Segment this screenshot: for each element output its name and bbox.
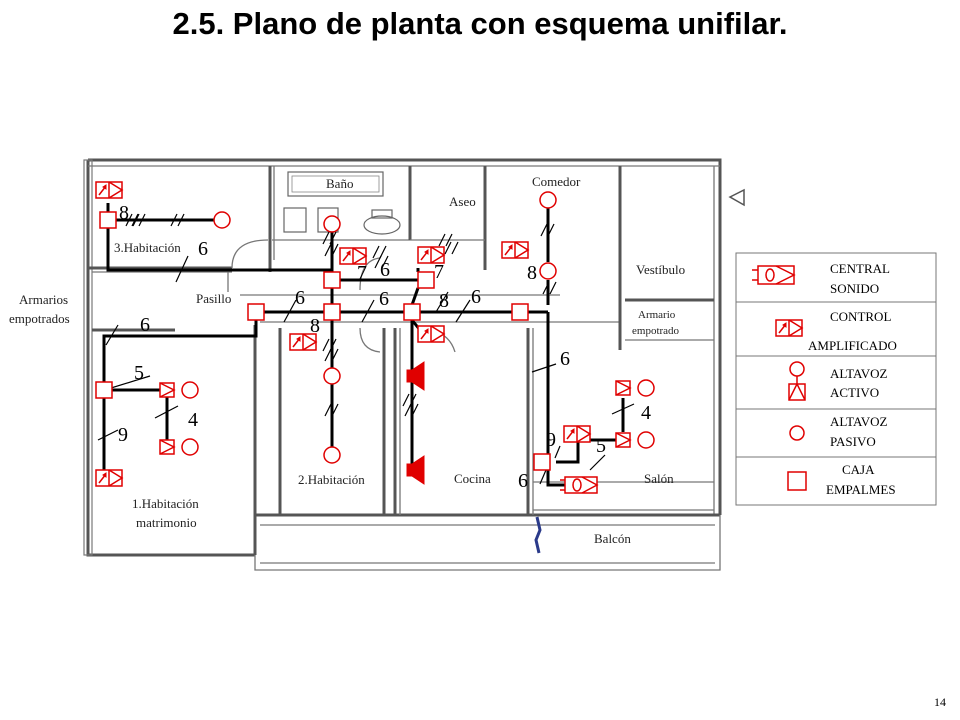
- junction-box-icon: [787, 471, 807, 491]
- room-label-habitacion1-2: matrimonio: [136, 515, 197, 530]
- junction-box-icon: [533, 453, 551, 471]
- control-amplified-icon: [563, 425, 591, 443]
- wire-count: 7: [357, 262, 367, 284]
- wire-count: 5: [134, 362, 144, 384]
- passive-speaker-icon: [323, 446, 341, 464]
- wire-count: 6: [380, 259, 390, 281]
- legend-label: SONIDO: [830, 281, 879, 296]
- legend-caja-empalmes: CAJA EMPALMES: [787, 462, 896, 497]
- room-label-vestibulo: Vestíbulo: [636, 262, 685, 277]
- junction-box-icon: [511, 303, 529, 321]
- wire-count: 8: [527, 262, 537, 284]
- horn-speaker-icon: [406, 361, 425, 391]
- room-label-comedor: Comedor: [532, 174, 581, 189]
- page-title: 2.5. Plano de planta con esquema unifila…: [172, 6, 788, 41]
- control-amplified-icon: [775, 319, 803, 337]
- wire-count: 9: [118, 424, 128, 446]
- wire-count: 4: [188, 409, 198, 431]
- legend-control-amplificado: CONTROL AMPLIFICADO: [775, 309, 897, 353]
- wire-count-labels: 8 6 7 6 7 8 6 6 8 6 8 6 5 4 9 6 4 9 5 6: [118, 202, 651, 492]
- junction-box-icon: [95, 381, 113, 399]
- passive-speaker-icon: [323, 367, 341, 385]
- legend-label: CONTROL: [830, 309, 891, 324]
- room-label-habitacion2: 2.Habitación: [298, 472, 365, 487]
- passive-speaker-icon: [637, 379, 655, 397]
- legend-label: ACTIVO: [830, 385, 879, 400]
- legend-label: EMPALMES: [826, 482, 896, 497]
- junction-box-icon: [403, 303, 421, 321]
- wire-count: 8: [310, 315, 320, 337]
- active-speaker-icon: [615, 432, 631, 448]
- page-number: 14: [934, 695, 946, 709]
- wire-count: 4: [641, 402, 651, 424]
- wiring: [102, 203, 625, 487]
- room-label-pasillo: Pasillo: [196, 291, 231, 306]
- control-amplified-icon: [95, 181, 123, 199]
- control-amplified-icon: [501, 241, 529, 259]
- wire-count: 9: [546, 429, 556, 451]
- junction-box-icon: [323, 303, 341, 321]
- passive-speaker-icon: [539, 191, 557, 209]
- room-label-armario-1: Armario: [638, 309, 676, 321]
- passive-speaker-icon: [181, 438, 199, 456]
- wire-count: 6: [295, 287, 305, 309]
- junction-box-icon: [417, 271, 435, 289]
- room-labels: Baño Aseo Comedor 3.Habitación Pasillo A…: [9, 174, 685, 546]
- wire-count: 8: [119, 202, 129, 224]
- active-speaker-icon: [159, 382, 175, 398]
- active-speaker-icon: [789, 361, 805, 377]
- control-amplified-icon: [417, 325, 445, 343]
- passive-speaker-icon: [213, 211, 231, 229]
- active-speaker-icon: [159, 439, 175, 455]
- legend-altavoz-activo: ALTAVOZ ACTIVO: [788, 361, 888, 401]
- legend-label: CENTRAL: [830, 261, 890, 276]
- room-label-balcon: Balcón: [594, 531, 631, 546]
- legend-label: AMPLIFICADO: [808, 338, 897, 353]
- wire-ticks: [97, 213, 635, 485]
- passive-speaker-icon: [637, 431, 655, 449]
- legend-label: ALTAVOZ: [830, 414, 888, 429]
- active-speaker-icon: [615, 380, 631, 396]
- passive-speaker-icon: [181, 381, 199, 399]
- room-label-habitacion3: 3.Habitación: [114, 240, 181, 255]
- wire-count: 8: [439, 290, 449, 312]
- wire-count: 6: [140, 314, 150, 336]
- wire-count: 6: [379, 288, 389, 310]
- room-label-cocina: Cocina: [454, 471, 491, 486]
- room-label-aseo: Aseo: [449, 194, 476, 209]
- legend-label: CAJA: [842, 462, 875, 477]
- wire-count: 7: [434, 261, 444, 283]
- walls: [83, 158, 745, 571]
- passive-speaker-icon: [789, 425, 805, 441]
- room-label-habitacion1-1: 1.Habitación: [132, 496, 199, 511]
- room-label-armario-2: empotrado: [632, 325, 680, 337]
- legend-altavoz-pasivo: ALTAVOZ PASIVO: [789, 414, 888, 449]
- horn-speaker-icon: [406, 455, 425, 485]
- legend-label: PASIVO: [830, 434, 876, 449]
- wire-count: 6: [560, 348, 570, 370]
- passive-speaker-icon: [539, 262, 557, 280]
- control-amplified-icon: [95, 469, 123, 487]
- room-label-armarios-1: Armarios: [19, 292, 68, 307]
- legend-label: ALTAVOZ: [830, 366, 888, 381]
- room-label-salon: Salón: [644, 471, 674, 486]
- legend-central-sonido: CENTRAL SONIDO: [752, 261, 890, 296]
- room-label-bano: Baño: [326, 176, 353, 191]
- wire-count: 5: [596, 435, 606, 457]
- passive-speaker-icon: [323, 215, 341, 233]
- junction-box-icon: [99, 211, 117, 229]
- wire-count: 6: [198, 238, 208, 260]
- wire-count: 6: [518, 470, 528, 492]
- room-label-armarios-2: empotrados: [9, 311, 70, 326]
- sound-central-icon: [752, 265, 796, 285]
- symbols: [95, 181, 655, 494]
- junction-box-icon: [323, 271, 341, 289]
- wire-count: 6: [471, 286, 481, 308]
- legend: CENTRAL SONIDO CONTROL AMPLIFICADO ALTAV…: [735, 252, 937, 506]
- sound-central-icon: [560, 476, 599, 494]
- junction-box-icon: [247, 303, 265, 321]
